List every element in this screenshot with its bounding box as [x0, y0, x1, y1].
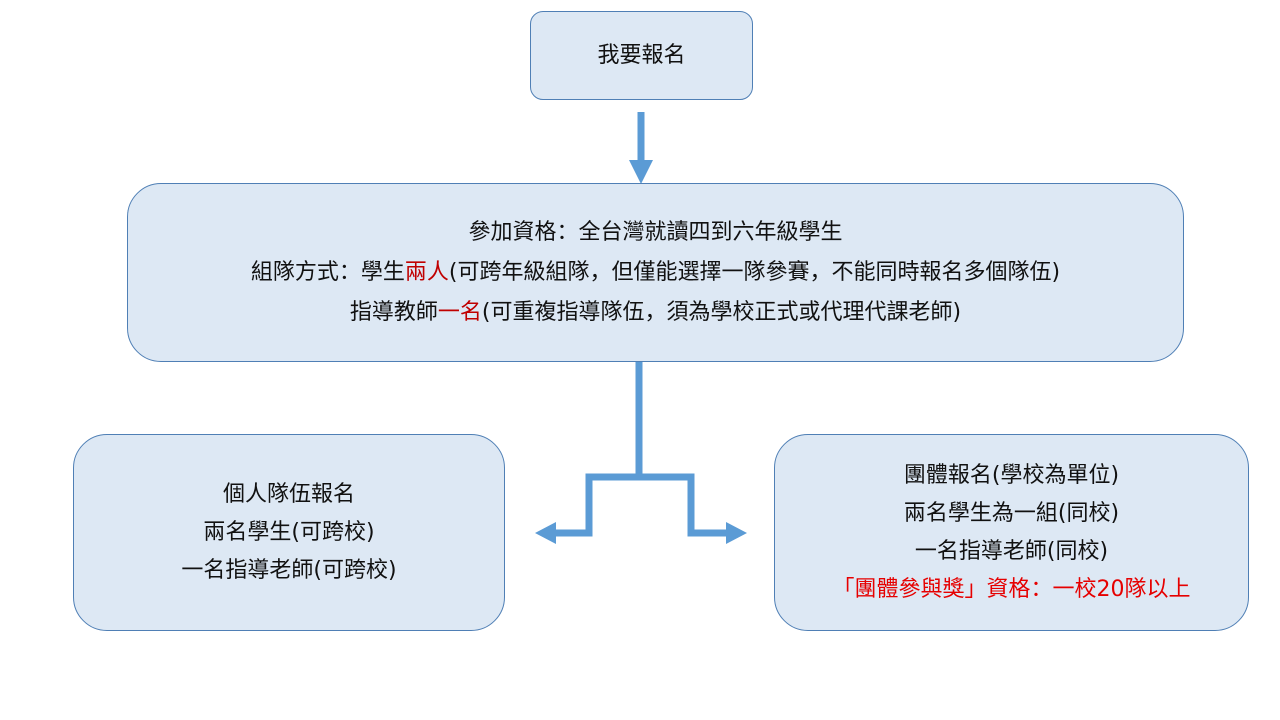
advisor-line: 指導教師一名(可重複指導隊伍，須為學校正式或代理代課老師): [349, 299, 962, 325]
advisor-suffix: (可重複指導隊伍，須為學校正式或代理代課老師): [481, 299, 962, 325]
eligibility-line: 參加資格：全台灣就讀四到六年級學生: [468, 219, 843, 245]
advisor-prefix: 指導教師: [349, 299, 438, 325]
individual-advisor-line: 一名指導老師(可跨校): [181, 557, 397, 583]
team-size-highlight: 兩人: [404, 259, 449, 285]
arrowhead-down: [629, 160, 653, 184]
group-registration-title: 團體報名(學校為單位): [903, 462, 1120, 488]
register-start-label: 我要報名: [597, 42, 686, 68]
group-advisor-line: 一名指導老師(同校): [914, 538, 1109, 564]
arrowhead-left: [535, 522, 556, 544]
eligibility-box: 參加資格：全台灣就讀四到六年級學生 組隊方式：學生兩人(可跨年級組隊，但僅能選擇…: [127, 183, 1184, 362]
individual-team-title: 個人隊伍報名: [222, 481, 355, 507]
arrowhead-right: [726, 522, 747, 544]
group-students-line: 兩名學生為一組(同校): [903, 500, 1120, 526]
connector-branch: [553, 362, 643, 537]
connector-branch-right: [639, 473, 729, 537]
group-award-eligibility-line: 「團體參與獎」資格：一校20隊以上: [832, 576, 1191, 602]
team-formation-prefix: 組隊方式：學生: [250, 259, 405, 285]
individual-students-line: 兩名學生(可跨校): [203, 519, 375, 545]
team-formation-line: 組隊方式：學生兩人(可跨年級組隊，但僅能選擇一隊參賽，不能同時報名多個隊伍): [250, 259, 1061, 285]
advisor-count-highlight: 一名: [437, 299, 482, 325]
individual-team-box: 個人隊伍報名 兩名學生(可跨校) 一名指導老師(可跨校): [73, 434, 505, 631]
group-registration-box: 團體報名(學校為單位) 兩名學生為一組(同校) 一名指導老師(同校) 「團體參與…: [774, 434, 1249, 631]
register-start-box: 我要報名: [530, 11, 753, 100]
team-formation-suffix: (可跨年級組隊，但僅能選擇一隊參賽，不能同時報名多個隊伍): [448, 259, 1061, 285]
